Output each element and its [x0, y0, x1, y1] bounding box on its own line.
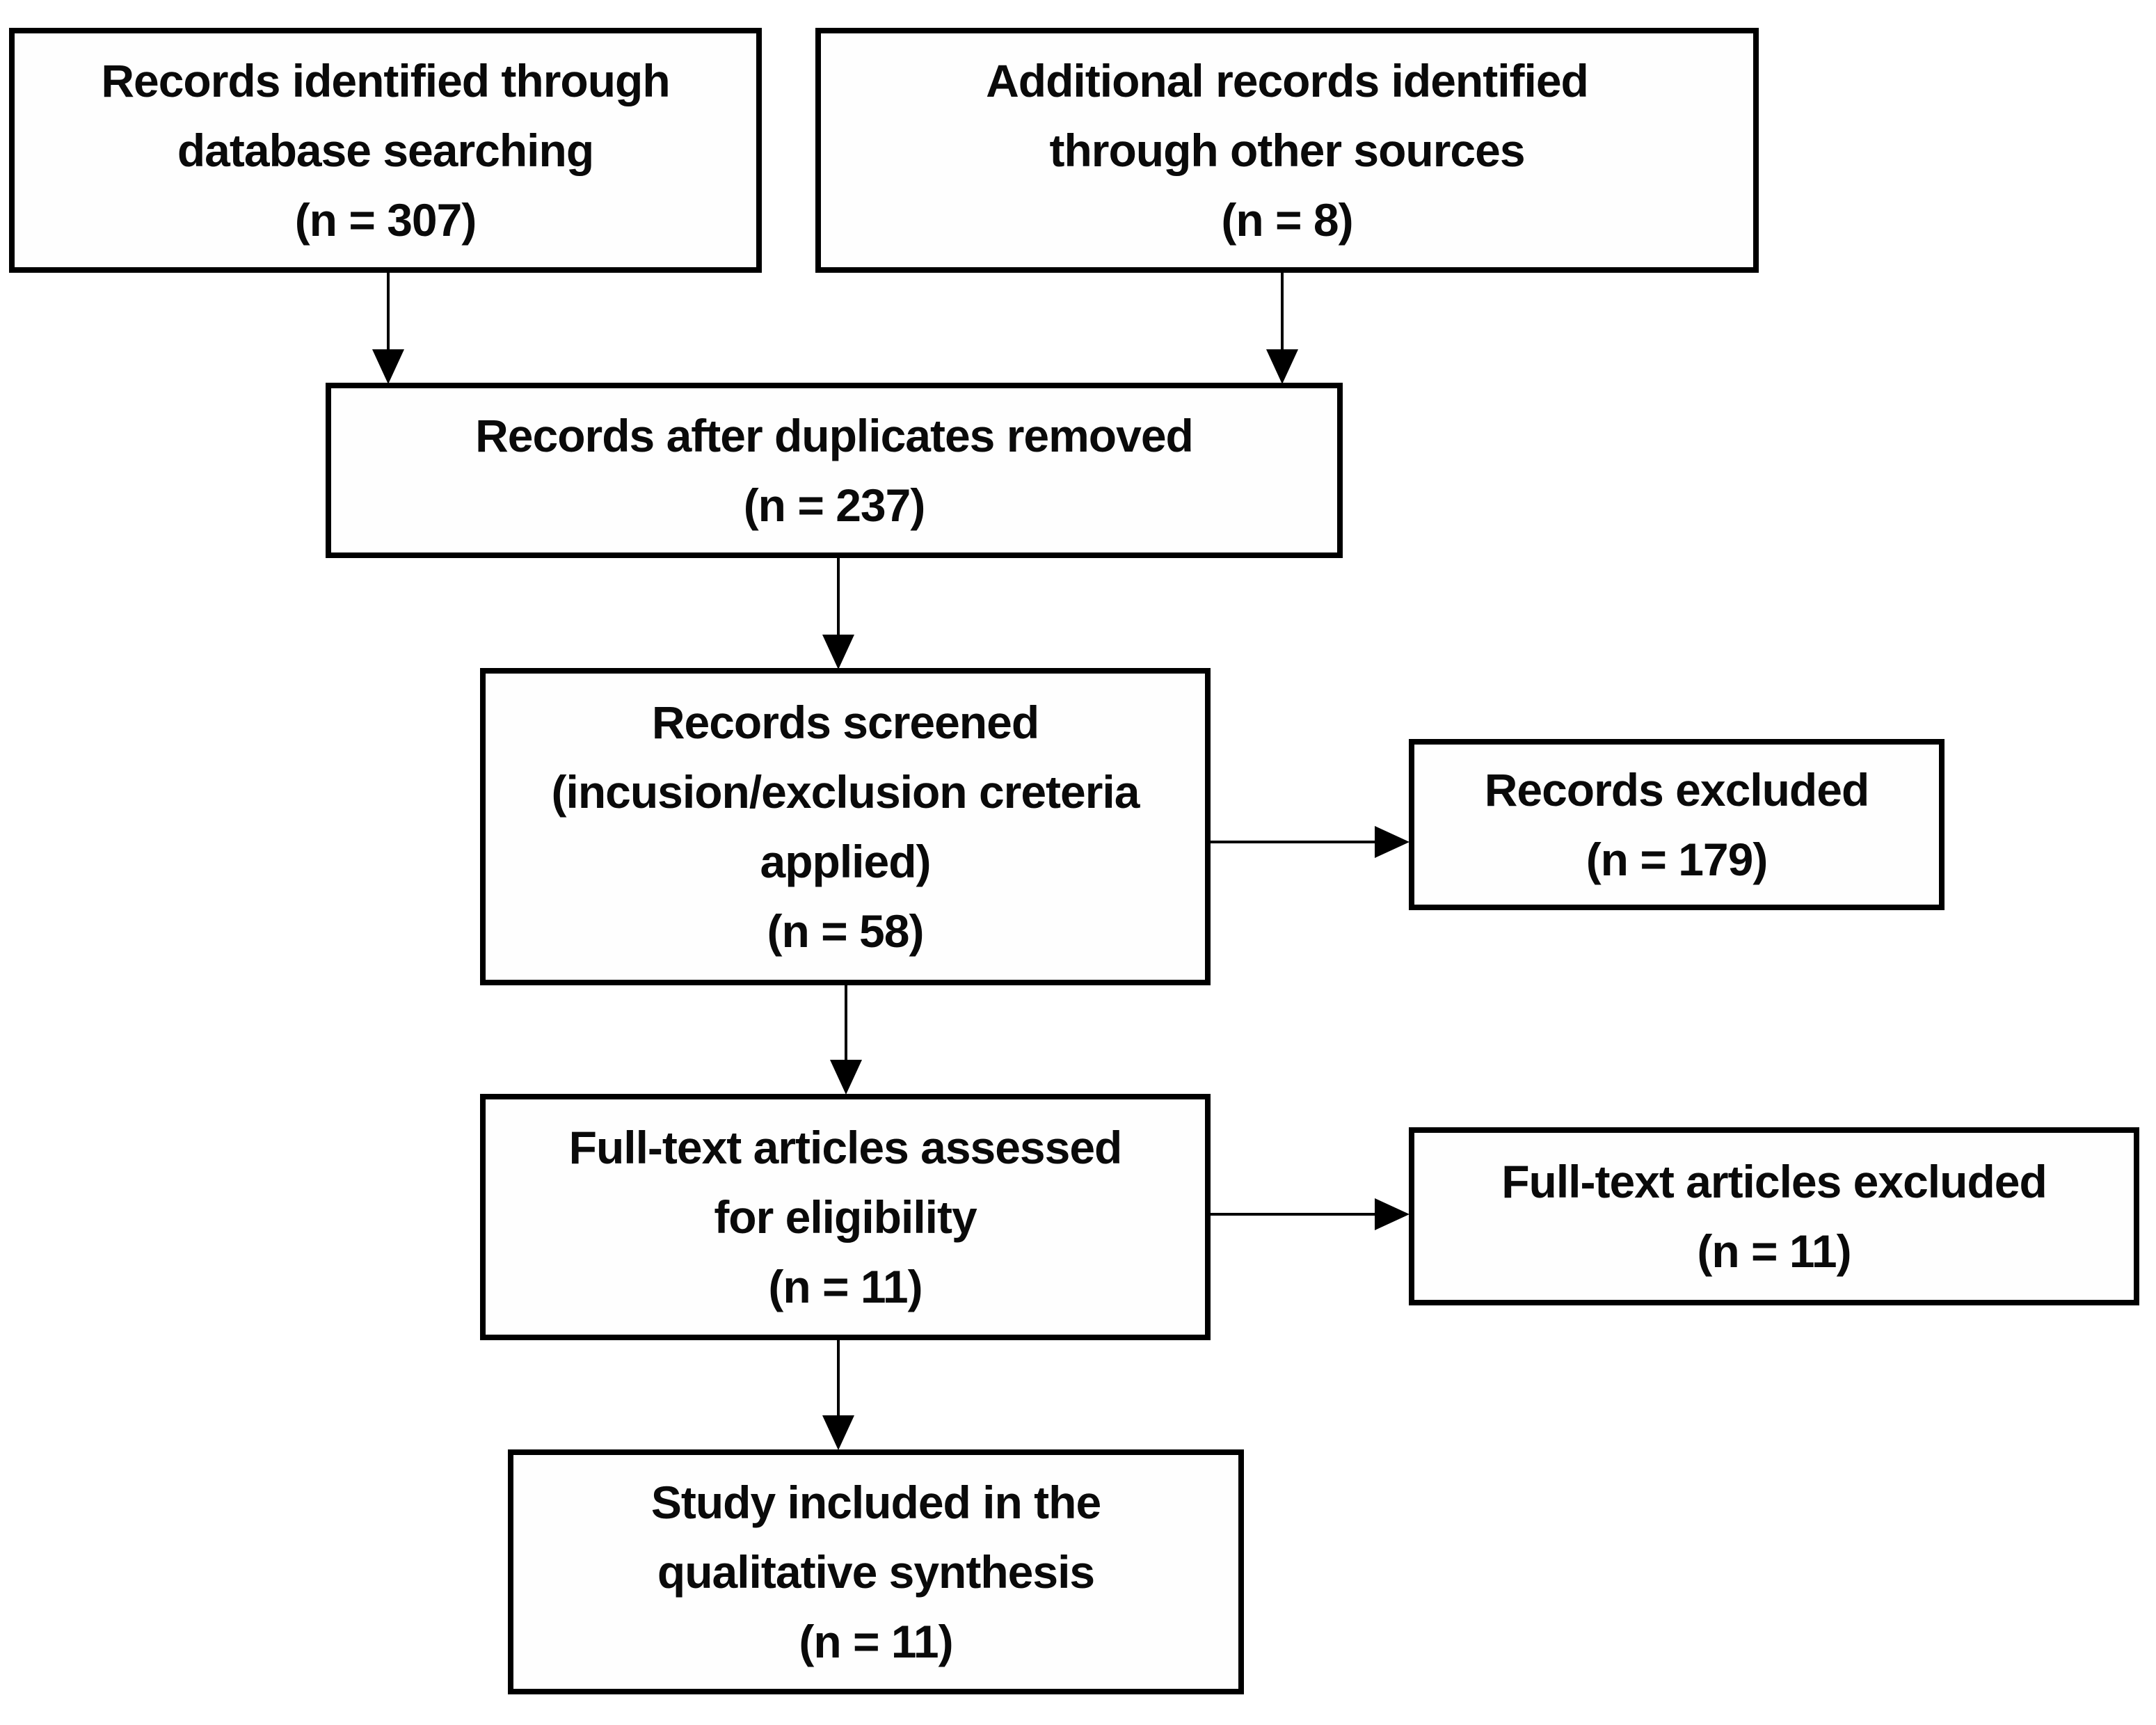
arrow-head-down-icon [822, 1415, 854, 1450]
arrow-line-duplicates-to-screened [837, 558, 840, 636]
node-count-line: (n = 237) [743, 479, 926, 531]
node-text-line: through other sources [1049, 125, 1525, 176]
node-text-line: (incusion/exclusion creteria [551, 766, 1140, 818]
arrow-head-right-icon [1375, 1198, 1410, 1230]
arrow-line-screened-to-fulltext [845, 985, 847, 1060]
node-text-line: Study included in the [650, 1477, 1101, 1528]
node-fulltext-articles-assessed: Full-text articles assessed for eligibil… [480, 1094, 1211, 1340]
node-count-line: (n = 11) [768, 1261, 923, 1312]
node-count-line: (n = 307) [294, 194, 477, 246]
node-count-line: (n = 11) [1697, 1225, 1851, 1277]
node-records-screened: Records screened (incusion/exclusion cre… [480, 668, 1211, 985]
node-count-line: (n = 11) [799, 1616, 953, 1667]
node-additional-records-other-sources: Additional records identified through ot… [815, 28, 1759, 273]
arrow-line-screened-to-excluded [1211, 841, 1376, 843]
arrow-line-fulltext-to-included [837, 1340, 840, 1415]
arrow-head-down-icon [372, 349, 404, 384]
node-text-line: Records after duplicates removed [475, 410, 1194, 461]
arrow-head-right-icon [1375, 826, 1410, 858]
node-text-line: for eligibility [714, 1191, 977, 1243]
node-text-line: Additional records identified [986, 55, 1589, 106]
node-records-identified-database: Records identified through database sear… [9, 28, 762, 273]
arrow-head-down-icon [830, 1060, 862, 1095]
arrow-head-down-icon [1266, 349, 1298, 384]
node-records-excluded: Records excluded (n = 179) [1409, 739, 1945, 910]
node-count-line: (n = 8) [1221, 194, 1353, 246]
node-text-line: Records screened [651, 697, 1039, 748]
arrow-line-othersources-to-duplicates [1281, 273, 1284, 352]
node-study-included-qualitative-synthesis: Study included in the qualitative synthe… [508, 1449, 1244, 1694]
node-text-line: qualitative synthesis [657, 1546, 1095, 1598]
node-text-line: applied) [760, 836, 931, 887]
node-text-line: Full-text articles excluded [1501, 1156, 2047, 1207]
node-count-line: (n = 58) [767, 905, 925, 957]
node-records-after-duplicates-removed: Records after duplicates removed (n = 23… [326, 383, 1343, 558]
node-fulltext-articles-excluded: Full-text articles excluded (n = 11) [1409, 1127, 2139, 1305]
node-text-line: database searching [177, 125, 594, 176]
arrow-line-fulltext-to-ftexcluded [1211, 1213, 1376, 1216]
arrow-head-down-icon [822, 635, 854, 669]
node-text-line: Records identified through [101, 55, 670, 106]
arrow-line-database-to-duplicates [387, 273, 390, 352]
node-count-line: (n = 179) [1586, 834, 1768, 885]
node-text-line: Full-text articles assessed [568, 1122, 1123, 1173]
node-text-line: Records excluded [1484, 764, 1870, 816]
